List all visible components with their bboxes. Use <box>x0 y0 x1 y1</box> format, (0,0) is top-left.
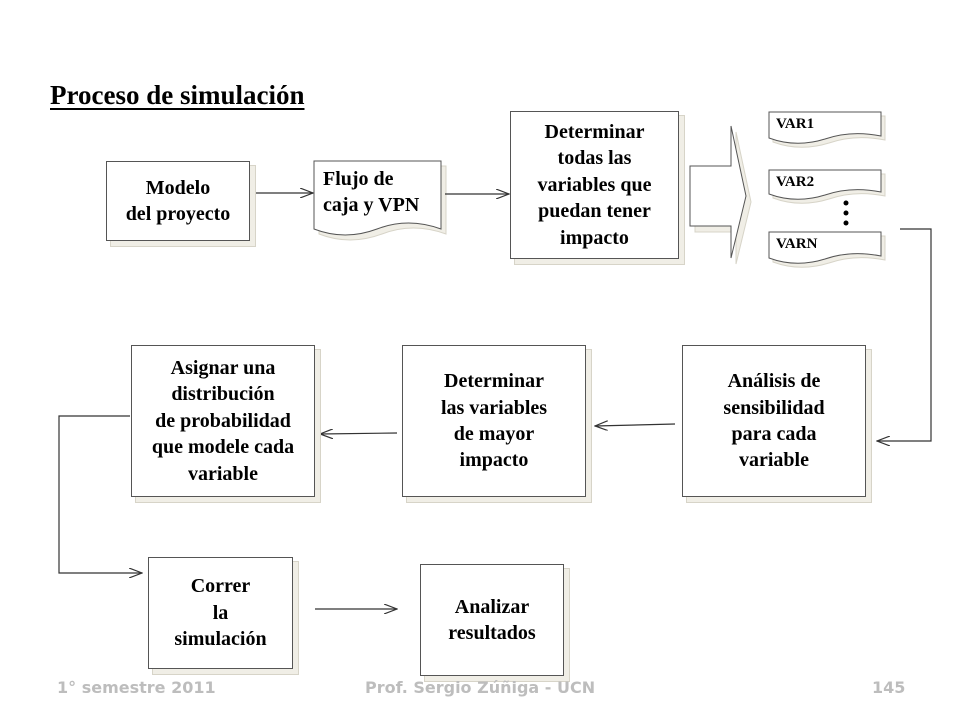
box-analizar-resultados: Analizar resultados <box>420 564 564 676</box>
box-correr-label: Correr la simulación <box>174 575 267 651</box>
box-determinar-todas: Determinar todas las variables que pueda… <box>510 111 679 259</box>
footer-page-number: 145 <box>872 678 906 697</box>
footer-professor: Prof. Sergio Zúñiga - UCN <box>365 678 596 697</box>
box-asignar-distribucion: Asignar una distribución de probabilidad… <box>131 345 315 497</box>
var1-document: VAR1 <box>769 112 881 142</box>
var2-label: VAR2 <box>776 174 815 190</box>
arrow-mayor-asignar <box>320 433 398 434</box>
varn-label: VARN <box>776 236 818 252</box>
footer-semester: 1° semestre 2011 <box>57 678 216 697</box>
box-flujo-label: Flujo de caja y VPN <box>323 168 420 216</box>
var2-doc-shape <box>768 169 886 204</box>
box-determinar-todas-label: Determinar todas las variables que pueda… <box>537 121 652 249</box>
box-analisis-label: Análisis de sensibilidad para cada varia… <box>723 370 825 472</box>
box-modelo-proyecto: Modelo del proyecto <box>106 161 250 241</box>
box-determinar-mayor-label: Determinar las variables de mayor impact… <box>440 370 548 472</box>
var1-label: VAR1 <box>776 116 815 132</box>
box-determinar-mayor: Determinar las variables de mayor impact… <box>402 345 586 497</box>
flujo-doc-shape <box>313 160 447 241</box>
varn-document: VARN <box>769 232 881 262</box>
ellipsis-dots <box>843 200 849 226</box>
arrow-analisis-mayor <box>595 424 676 426</box>
varn-doc-shape <box>768 231 886 268</box>
var1-doc-shape <box>768 111 886 148</box>
var2-document: VAR2 <box>769 170 881 200</box>
box-analizar-label: Analizar resultados <box>448 595 536 644</box>
box-correr-simulacion: Correr la simulación <box>148 557 293 669</box>
arrow-varn-analisis <box>877 228 932 441</box>
box-asignar-label: Asignar una distribución de probabilidad… <box>151 357 295 485</box>
box-modelo-label: Modelo del proyecto <box>125 176 231 225</box>
block-arrow <box>689 125 752 265</box>
arrow-asignar-correr <box>58 415 142 573</box>
box-flujo-caja: Flujo de caja y VPN <box>314 161 444 241</box>
slide-title: Proceso de simulación <box>50 80 305 110</box>
box-analisis-sensibilidad: Análisis de sensibilidad para cada varia… <box>682 345 866 497</box>
